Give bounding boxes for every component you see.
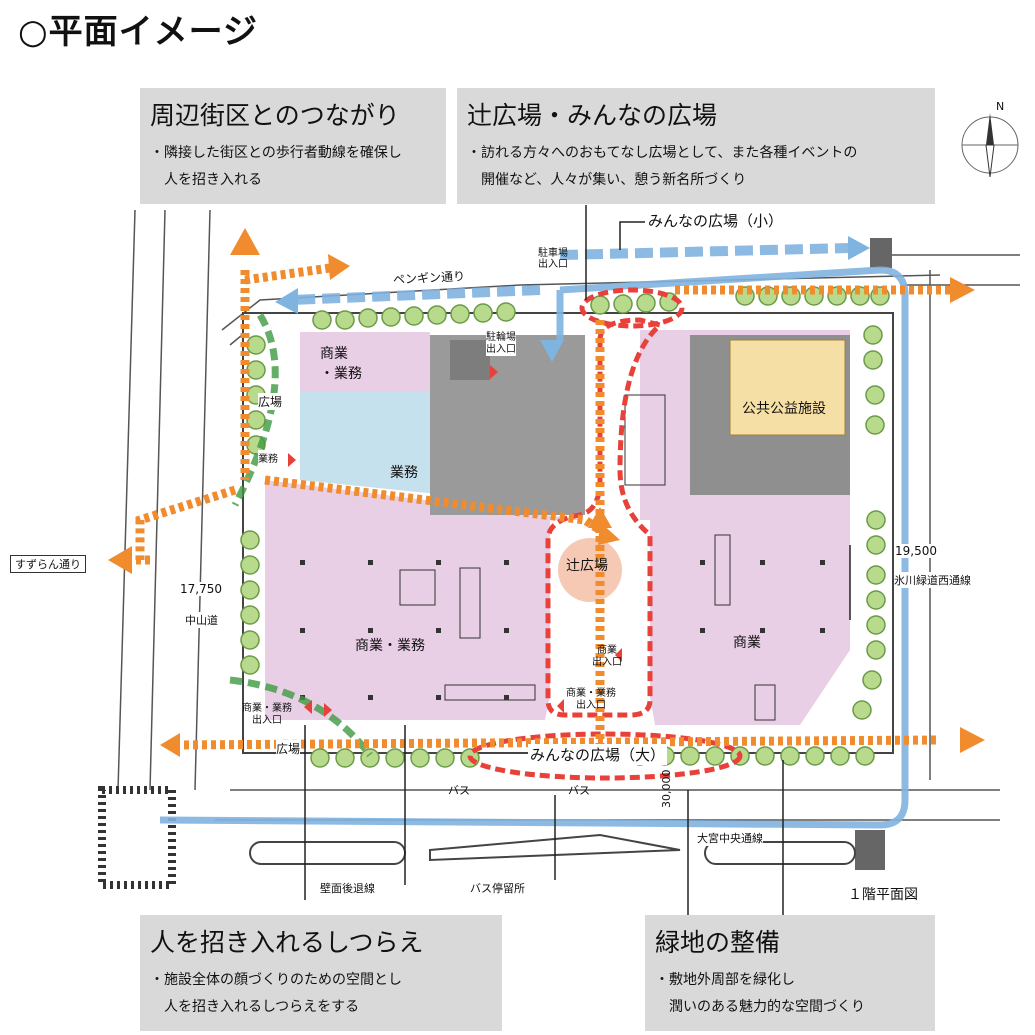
label-hikawa: 氷川緑道西通線 bbox=[894, 572, 971, 588]
label-floor: １階平面図 bbox=[848, 887, 918, 903]
callout-line: 人を招き入れる bbox=[150, 172, 262, 188]
label-entrance-1b: 出入口 bbox=[592, 657, 622, 668]
public-facility bbox=[729, 339, 846, 436]
label-entrance-3b: 出入口 bbox=[252, 715, 282, 726]
entrance-markers bbox=[288, 365, 622, 717]
callout-heading: 緑地の整備 bbox=[655, 928, 781, 957]
label-bus-1: バス bbox=[448, 784, 470, 797]
callout-plaza: 辻広場・みんなの広場 ・訪れる方々へのおもてなし広場として、また各種イベントの … bbox=[457, 88, 935, 204]
label-bus-2: バス bbox=[568, 784, 590, 797]
tsuji-highlight bbox=[558, 538, 622, 602]
label-entrance-1: 商業出入口 bbox=[592, 645, 622, 669]
page-title: ○平面イメージ bbox=[18, 12, 258, 52]
label-hiroba-left: 広場 bbox=[258, 393, 283, 410]
label-public: 公共公益施設 bbox=[742, 401, 826, 417]
label-gyomu-small: 業務 bbox=[258, 450, 278, 465]
label-parking-1: 駐車場 bbox=[538, 248, 568, 259]
red-plaza-outlines bbox=[467, 287, 743, 781]
label-entrance-3a: 商業・業務 bbox=[242, 703, 292, 714]
callout-line: 人を招き入れるしつらえをする bbox=[150, 999, 360, 1015]
blue-arrowhead-down bbox=[540, 340, 564, 362]
label-parking: 駐車場出入口 bbox=[538, 248, 568, 270]
label-shogyo-top: 商業・業務 bbox=[320, 344, 362, 384]
callout-welcome: 人を招き入れるしつらえ ・施設全体の顔づくりのための空間とし 人を招き入れるしつ… bbox=[140, 915, 502, 1031]
label-bicycle: 駐輪場出入口 bbox=[486, 332, 516, 356]
commercial-top bbox=[300, 332, 430, 392]
label-north: N bbox=[996, 100, 1005, 113]
label-tsuji: 辻広場 bbox=[566, 558, 608, 574]
north-arrow bbox=[961, 113, 1019, 178]
blue-arrowhead-right bbox=[848, 236, 870, 260]
label-dim-30000: 30,000 bbox=[660, 769, 673, 809]
label-dim-17750: 17,750 bbox=[180, 582, 222, 596]
columns bbox=[300, 560, 825, 700]
label-suzuran: すずらん通り bbox=[10, 555, 86, 573]
callout-line: ・敷地外周部を緑化し bbox=[655, 972, 795, 988]
label-shogyo: 商業 bbox=[733, 635, 761, 651]
label-nakasendo: 中山道 bbox=[185, 612, 218, 628]
label-entrance-1a: 商業 bbox=[597, 645, 617, 656]
orange-arrowheads bbox=[108, 228, 985, 757]
label-shogyo-top-1: 商業 bbox=[320, 346, 348, 362]
label-parking-2: 出入口 bbox=[538, 259, 568, 270]
label-shogyo-gyomu: 商業・業務 bbox=[355, 638, 425, 654]
label-bus-stop: バス停留所 bbox=[470, 880, 525, 896]
label-gyomu: 業務 bbox=[390, 465, 418, 481]
label-setback: 壁面後退線 bbox=[320, 880, 375, 896]
label-omiya: 大宮中央通線 bbox=[697, 830, 763, 846]
label-entrance-3: 商業・業務出入口 bbox=[242, 703, 292, 727]
callout-line: 潤いのある魅力的な空間づくり bbox=[655, 999, 865, 1015]
callout-line: 開催など、人々が集い、憩う新名所づくり bbox=[467, 172, 747, 188]
label-entrance-2b: 出入口 bbox=[576, 700, 606, 711]
callout-line: ・施設全体の顔づくりのための空間とし bbox=[150, 972, 402, 988]
label-entrance-2: 商業・業務出入口 bbox=[566, 688, 616, 712]
callout-heading: 辻広場・みんなの広場 bbox=[467, 101, 718, 130]
label-hiroba-bottom: 広場 bbox=[276, 740, 301, 757]
label-entrance-2a: 商業・業務 bbox=[566, 688, 616, 699]
medians bbox=[249, 833, 856, 865]
label-shogyo-top-2: ・業務 bbox=[320, 366, 362, 382]
label-dim-19500: 19,500 bbox=[895, 544, 937, 558]
callout-heading: 人を招き入れるしつらえ bbox=[150, 928, 424, 957]
crosswalks bbox=[98, 238, 892, 889]
stairs bbox=[399, 394, 776, 721]
label-minna-large: みんなの広場（大） bbox=[528, 744, 668, 765]
callout-green: 緑地の整備 ・敷地外周部を緑化し 潤いのある魅力的な空間づくり bbox=[645, 915, 935, 1031]
callout-line: ・訪れる方々へのおもてなし広場として、また各種イベントの bbox=[467, 145, 858, 161]
label-bicycle-2: 出入口 bbox=[486, 344, 516, 355]
leader-lines bbox=[304, 205, 851, 915]
callout-connection: 周辺街区とのつながり ・隣接した街区との歩行者動線を確保し 人を招き入れる bbox=[140, 88, 446, 204]
commercial-west bbox=[265, 480, 585, 720]
label-minna-small: みんなの広場（小） bbox=[648, 212, 784, 230]
label-bicycle-1: 駐輪場 bbox=[486, 332, 516, 343]
callout-heading: 周辺街区とのつながり bbox=[150, 101, 400, 130]
blue-arrowhead-left bbox=[275, 288, 298, 314]
callout-line: ・隣接した街区との歩行者動線を確保し bbox=[150, 145, 402, 161]
blue-dashed bbox=[289, 243, 851, 305]
